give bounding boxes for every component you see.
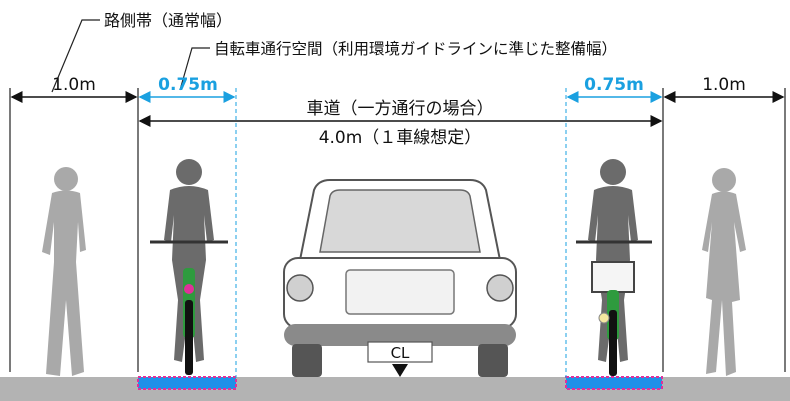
- ground-strip: [0, 377, 790, 401]
- roadway-label: 車道（一方通行の場合）: [307, 99, 494, 119]
- roadway-width: 4.0m（１車線想定）: [319, 128, 482, 148]
- car-icon: [283, 179, 517, 377]
- shoulder-leader-line: [51, 19, 100, 93]
- centerline-label: CL: [391, 344, 410, 362]
- shoulder-width-left: 1.0m: [52, 75, 96, 95]
- bike-space-label: 自転車通行空間（利用環境ガイドラインに準じた整備幅）: [214, 39, 617, 58]
- bike-width-right: 0.75m: [584, 75, 644, 95]
- bike-lane-left: [137, 376, 237, 390]
- shoulder-label: 路側帯（通常幅）: [104, 11, 232, 30]
- shoulder-width-right: 1.0m: [702, 75, 746, 95]
- cyclist-left-icon: [150, 159, 228, 375]
- bike-lane-right: [565, 376, 663, 390]
- bike-width-left: 0.75m: [158, 75, 218, 95]
- pedestrian-right-icon: [702, 168, 746, 376]
- centerline-marker-icon: [392, 364, 408, 377]
- cyclist-right-icon: [576, 159, 652, 376]
- bike-space-leader-line: [179, 47, 210, 91]
- pedestrian-left-icon: [42, 167, 86, 376]
